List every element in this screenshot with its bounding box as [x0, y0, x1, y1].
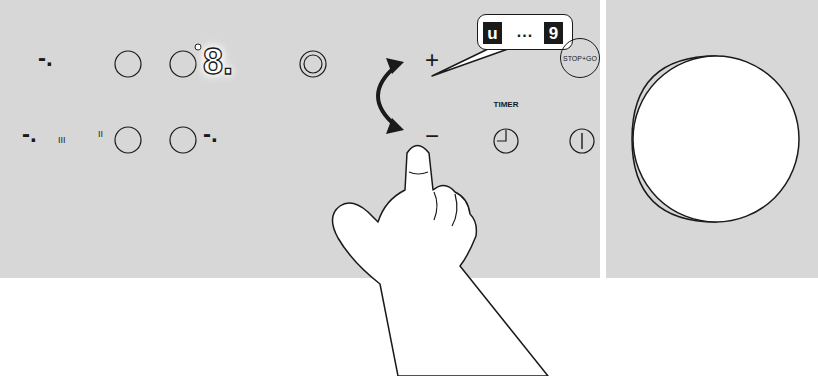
power-symbol: [581, 133, 582, 149]
zone-marker: II: [98, 130, 103, 139]
plus-key: +: [425, 48, 439, 72]
timer-symbol: [497, 130, 506, 141]
zone-button: [115, 127, 141, 153]
dual-zone-button: [300, 51, 326, 77]
zone-button: [170, 51, 196, 77]
display-digit-text: u: [487, 25, 497, 42]
ellipsis: ...: [517, 24, 533, 40]
timer-button: [494, 129, 518, 153]
callout-bubble: ... u 9: [477, 14, 573, 50]
knob-circle: [633, 56, 799, 222]
power-button: [570, 129, 594, 153]
display-digit: 9: [544, 22, 563, 44]
display-digit-text: 9: [549, 25, 558, 42]
arrow-head: [386, 58, 404, 74]
power-display: 8.: [203, 44, 233, 80]
display-digit: u: [483, 22, 502, 44]
zone-button: [170, 127, 196, 153]
button-label: STOP+GO: [563, 55, 597, 62]
indicator-dot: [195, 44, 201, 50]
zone-indicator: -.: [203, 122, 218, 146]
dual-zone-inner: [304, 55, 322, 73]
zone-button: [115, 51, 141, 77]
arrow-head: [386, 118, 404, 134]
adjust-arrow: [378, 66, 396, 126]
timer-label: TIMER: [486, 99, 526, 111]
hand: [332, 146, 548, 376]
zone-indicator: -.: [38, 46, 53, 70]
side-panel: [606, 0, 818, 278]
control-panel: [0, 0, 600, 278]
zone-indicator: -.: [22, 122, 37, 146]
callout-tail: [432, 49, 508, 76]
hand-detail: [409, 172, 457, 226]
stop-go-button: STOP+GO: [560, 38, 600, 78]
key-label: TIMER: [494, 101, 519, 109]
minus-key: −: [425, 124, 439, 148]
zone-marker: III: [58, 136, 66, 145]
